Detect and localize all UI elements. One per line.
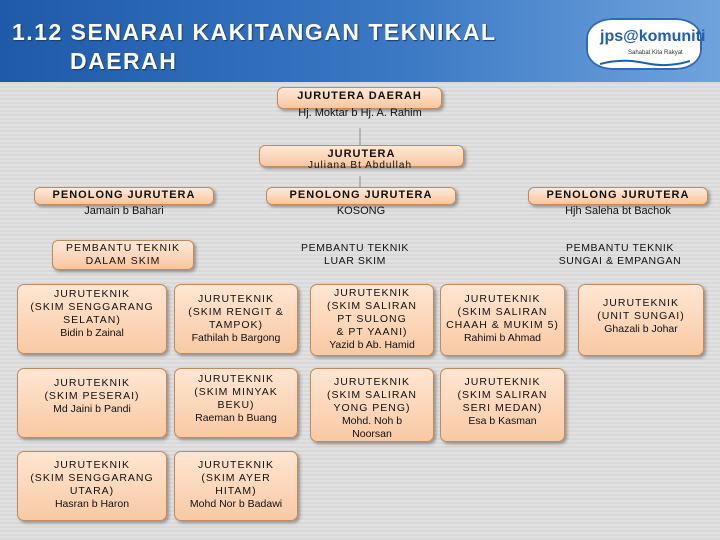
assistant-engineer-name-1: Jamain b Bahari xyxy=(84,205,164,217)
logo-brand: jps@komuniti xyxy=(600,28,706,45)
helper-label-3: PEMBANTU TEKNIK SUNGAI & EMPANGAN xyxy=(530,242,710,268)
technician-9-title: JURUTEKNIK (SKIM SALIRAN CHAAH & MUKIM 5… xyxy=(446,293,559,331)
helper-2-line-1: PEMBANTU TEKNIK xyxy=(301,242,409,254)
wave-icon xyxy=(600,59,690,67)
technician-2-name: Md Jaini b Pandi xyxy=(53,403,131,415)
technician-11-name: Ghazali b Johar xyxy=(604,323,678,335)
technician-3-name: Hasran b Haron xyxy=(54,498,130,510)
slide-title: 1.12 SENARAI KAKITANGAN TEKNIKAL DAERAH xyxy=(12,18,497,76)
technician-box-5: JURUTEKNIK (SKIM MINYAK BEKU) Raeman b B… xyxy=(174,368,298,438)
technician-6-name: Mohd Nor b Badawi xyxy=(189,498,283,510)
assistant-engineer-box-1: PENOLONG JURUTERA xyxy=(34,187,214,205)
technician-box-3: JURUTEKNIK (SKIM SENGGARANG UTARA) Hasra… xyxy=(17,451,167,521)
technician-11-title: JURUTEKNIK (UNIT SUNGAI) xyxy=(597,297,685,322)
helper-1-line-1: PEMBANTU TEKNIK xyxy=(66,242,180,254)
helper-2-line-2: LUAR SKIM xyxy=(324,255,386,267)
technician-box-10: JURUTEKNIK (SKIM SALIRAN SERI MEDAN) Esa… xyxy=(440,368,565,442)
logo-tagline: Sahabat Kita Rakyat xyxy=(628,50,683,56)
technician-1-name: Bidin b Zainal xyxy=(60,327,124,339)
technician-box-11: JURUTEKNIK (UNIT SUNGAI) Ghazali b Johar xyxy=(578,284,704,356)
assistant-engineer-name-2: KOSONG xyxy=(336,205,386,217)
helper-box-1: PEMBANTU TEKNIK DALAM SKIM xyxy=(52,240,194,270)
technician-7-name: Yazid b Ab. Hamid xyxy=(329,339,415,351)
technician-box-6: JURUTEKNIK (SKIM AYER HITAM) Mohd Nor b … xyxy=(174,451,298,521)
technician-5-title: JURUTEKNIK (SKIM MINYAK BEKU) xyxy=(194,373,278,411)
assistant-engineer-box-2: PENOLONG JURUTERA xyxy=(266,187,456,205)
helper-1-line-2: DALAM SKIM xyxy=(85,255,161,267)
assistant-engineer-name-3: Hjh Saleha bt Bachok xyxy=(565,205,671,217)
district-engineer-box: JURUTERA DAERAH xyxy=(277,87,442,109)
assistant-engineer-title-1: PENOLONG JURUTERA xyxy=(52,189,196,201)
technician-9-name: Rahimi b Ahmad xyxy=(463,332,542,344)
assistant-engineer-box-3: PENOLONG JURUTERA xyxy=(528,187,708,205)
technician-2-title: JURUTEKNIK (SKIM PESERAI) xyxy=(44,377,140,402)
technician-3-title: JURUTEKNIK (SKIM SENGGARANG UTARA) xyxy=(30,459,154,497)
technician-1-title: JURUTEKNIK (SKIM SENGGARANG SELATAN) xyxy=(30,288,154,326)
helper-label-2: PEMBANTU TEKNIK LUAR SKIM xyxy=(265,242,445,268)
assistant-engineer-title-3: PENOLONG JURUTERA xyxy=(546,189,690,201)
technician-box-7: JURUTEKNIK (SKIM SALIRAN PT SULONG & PT … xyxy=(310,284,434,356)
technician-6-title: JURUTEKNIK (SKIM AYER HITAM) xyxy=(198,459,274,497)
technician-7-title: JURUTEKNIK (SKIM SALIRAN PT SULONG & PT … xyxy=(326,287,418,338)
assistant-engineer-title-2: PENOLONG JURUTERA xyxy=(289,189,433,201)
title-banner: 1.12 SENARAI KAKITANGAN TEKNIKAL DAERAH … xyxy=(0,0,720,82)
technician-8-title: JURUTEKNIK (SKIM SALIRAN YONG PENG) xyxy=(326,376,418,414)
technician-4-title: JURUTEKNIK (SKIM RENGIT & TAMPOK) xyxy=(188,293,284,331)
technician-box-8: JURUTEKNIK (SKIM SALIRAN YONG PENG) Mohd… xyxy=(310,368,434,442)
jps-logo: jps@komuniti Sahabat Kita Rakyat xyxy=(586,18,706,70)
technician-box-4: JURUTEKNIK (SKIM RENGIT & TAMPOK) Fathil… xyxy=(174,284,298,354)
engineer-name: Juliana Bt Abdullah xyxy=(307,160,413,171)
technician-box-2: JURUTEKNIK (SKIM PESERAI) Md Jaini b Pan… xyxy=(17,368,167,438)
title-line-1: 1.12 SENARAI KAKITANGAN TEKNIKAL xyxy=(12,19,497,45)
technician-4-name: Fathilah b Bargong xyxy=(191,332,281,344)
technician-10-name: Esa b Kasman xyxy=(468,415,537,427)
technician-box-1: JURUTEKNIK (SKIM SENGGARANG SELATAN) Bid… xyxy=(17,284,167,354)
engineer-title: JURUTERA xyxy=(327,148,396,160)
technician-box-9: JURUTEKNIK (SKIM SALIRAN CHAAH & MUKIM 5… xyxy=(440,284,565,356)
district-engineer-name: Hj. Moktar b Hj. A. Rahim xyxy=(298,107,422,119)
technician-10-title: JURUTEKNIK (SKIM SALIRAN SERI MEDAN) xyxy=(457,376,548,414)
district-engineer-title: JURUTERA DAERAH xyxy=(297,90,422,102)
technician-5-name: Raeman b Buang xyxy=(195,412,277,424)
helper-3-line-1: PEMBANTU TEKNIK xyxy=(566,242,674,254)
title-line-2: DAERAH xyxy=(70,48,178,74)
technician-8-name: Mohd. Noh b Noorsan xyxy=(341,415,403,440)
engineer-box: JURUTERA xyxy=(259,145,464,167)
helper-3-line-2: SUNGAI & EMPANGAN xyxy=(558,255,682,267)
